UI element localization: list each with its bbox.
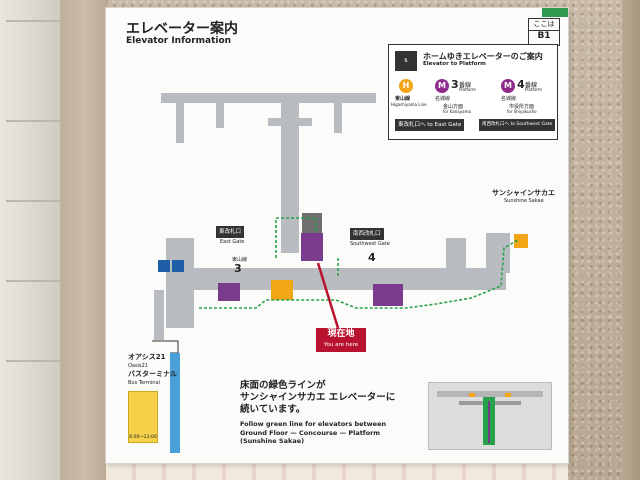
you-are-here-pointer (316, 262, 340, 329)
bus-terminal-label: オアシス21 Oasis21 バスターミナル Bus Terminal (128, 353, 177, 387)
platform-block-east (373, 284, 403, 306)
note-en-line-2: Ground Floor — Concourse — Platform (240, 428, 381, 437)
station-map (152, 93, 528, 453)
note-en-line-3: (Sunshine Sakae) (240, 437, 305, 445)
corridor-cross (268, 118, 312, 126)
section-marker-right (505, 393, 511, 397)
corridor-sunshine (486, 233, 510, 273)
section-marker-left (469, 393, 475, 397)
water-feature (170, 353, 180, 453)
higashiyama-line-name: 東山線 (395, 96, 411, 102)
green-route (199, 217, 519, 309)
corridor-top-left-stub (176, 103, 184, 143)
note-line-1: 床面の緑色ラインが (240, 380, 326, 391)
sunshine-elevator-icon (514, 234, 528, 248)
current-level: B1 (529, 30, 559, 42)
restroom-icon (172, 260, 184, 272)
corridor-southwest (154, 290, 164, 340)
east-gate-tag: 東改札口へ to East Gate (395, 119, 465, 131)
legend-title: ホームゆきエレベーターのご案内 (423, 52, 543, 61)
meijo-line-icon-4: M (501, 79, 515, 93)
you-are-here-marker: 現在地 You are here (316, 328, 366, 352)
higashiyama-line-name-en: Higashiyama Line (391, 102, 427, 107)
bus-terminal-hours: 6:00〜23:00 (129, 435, 157, 440)
bus-terminal-name: バスターミナル (128, 370, 177, 378)
platform-3-direction: 金山方面 (443, 104, 464, 110)
you-are-here-label-en: You are here (323, 342, 359, 348)
green-accent-strip (542, 8, 568, 17)
sunshine-sakae-label: サンシャインサカエ (492, 189, 555, 197)
corridor-top-right-stub (334, 103, 342, 133)
green-line-note: 床面の緑色ラインが サンシャインサカエ エレベーターに 続いています。 (240, 380, 395, 416)
platform-block-west (218, 283, 240, 301)
platform-3-label-en: Platform (459, 87, 476, 92)
corridor-west (166, 238, 194, 328)
east-gate-label: 東改札口 (216, 226, 245, 238)
platform-4-number: 4 (517, 78, 525, 91)
note-line-2: サンシャインサカエ エレベーターに (240, 392, 396, 403)
concourse (166, 268, 506, 290)
board-title-en: Elevator Information (126, 36, 232, 46)
meijo-line-icon-3: M (435, 79, 449, 93)
meijo-line-name-4: 名城線 (501, 96, 517, 102)
corridor-top (161, 93, 376, 103)
corridor-top-mid-stub (216, 103, 224, 128)
east-gate-platform: 3 (234, 262, 242, 275)
platform-elevator-legend: ⇅ ホームゆきエレベーターのご案内 Elevator to Platform H… (388, 44, 558, 140)
southwest-gate-tag: 南西改札口へ to Southwest Gate (479, 119, 556, 131)
platform-4-direction-en: for Shiyakusho (507, 109, 537, 114)
platform-4-direction: 市役所方面 (509, 104, 535, 110)
green-line-note-en: Follow green line for elevators between … (240, 420, 386, 446)
accessible-icon (158, 260, 170, 272)
facility-icons (158, 260, 184, 272)
higashiyama-line-icon: H (399, 79, 413, 93)
east-gate-line: 東山線 (232, 257, 248, 263)
oasis-name-en: Oasis21 (128, 362, 148, 369)
platform-3-label: 番線 (459, 82, 472, 89)
you-are-here-label: 現在地 (327, 329, 355, 339)
green-route-main (199, 239, 519, 309)
bus-terminal-elevator: 6:00〜23:00 (128, 391, 158, 443)
southwest-gate-platform: 4 (368, 251, 376, 264)
east-gate-tag-en: to East Gate (427, 122, 462, 128)
platform-block-center (301, 233, 323, 261)
southwest-gate-label-en: Southwest Gate (350, 241, 390, 247)
section-diagram (428, 382, 552, 450)
note-line-3: 続いています。 (240, 404, 306, 415)
current-level-label: ここは (533, 20, 555, 28)
stone-pillar (60, 0, 108, 480)
oasis-name: オアシス21 (128, 353, 166, 361)
southwest-gate-tag-en: to Southwest Gate (510, 122, 553, 127)
legend-title-en: Elevator to Platform (423, 61, 486, 67)
elevator-icon: ⇅ (395, 51, 417, 71)
platform-4-label-en: Platform (525, 87, 542, 92)
stone-wall-right (622, 0, 640, 480)
east-gate-label-en: East Gate (220, 239, 245, 245)
elevator-guide-board: エレベーター案内 Elevator Information ここは B1 ⇅ ホ… (106, 8, 568, 463)
bus-terminal-name-en: Bus Terminal (128, 379, 160, 386)
east-gate-tag-ja: 東改札口へ (398, 122, 426, 128)
sunshine-sakae-label-en: Sunshine Sakae (504, 198, 544, 204)
decorative-floor-band (106, 463, 568, 480)
note-en-line-1: Follow green line for elevators between (240, 420, 387, 428)
meijo-line-name-3: 名城線 (435, 96, 451, 102)
corridor-main-vertical (281, 103, 299, 253)
platform-3-direction-en: for Kanayama (443, 109, 471, 114)
green-route-north (275, 217, 317, 258)
bus-ramp-outline (152, 340, 179, 354)
platform-4-label: 番線 (525, 82, 538, 89)
bus-terminal-area (152, 340, 180, 453)
southwest-gate-tag-ja: 南西改札口へ (482, 122, 509, 127)
board-title: エレベーター案内 (126, 21, 238, 37)
platform-blocks (218, 233, 528, 306)
platform-3-number: 3 (451, 78, 459, 91)
section-diagram-drawing (429, 383, 551, 449)
southwest-gate-label: 南西改札口 (350, 228, 384, 240)
platform-block-higashiyama (271, 280, 293, 300)
section-ground-level (437, 391, 543, 397)
corridor-east (446, 238, 466, 288)
corridors (154, 93, 510, 340)
